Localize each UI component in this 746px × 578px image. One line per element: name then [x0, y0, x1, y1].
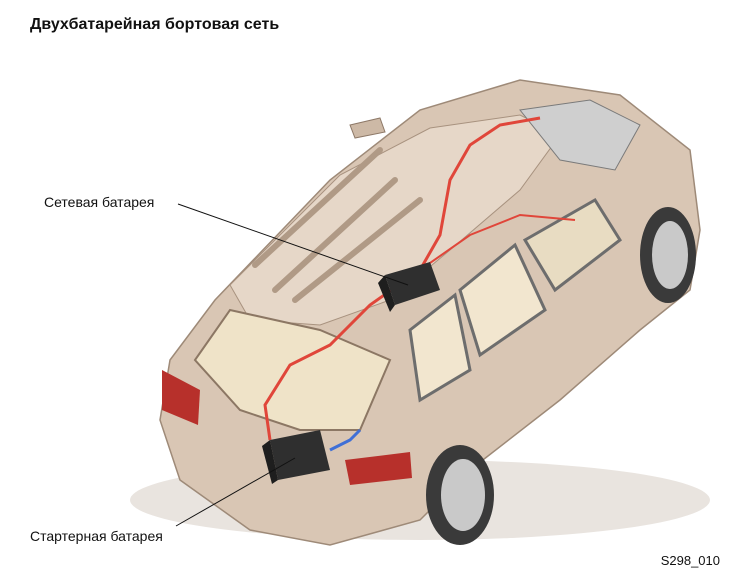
trunk-interior	[193, 308, 392, 431]
taillight-right	[345, 452, 412, 485]
label-network-battery: Сетевая батарея	[44, 194, 155, 210]
side-window-rear	[408, 292, 472, 403]
windshield	[522, 197, 622, 293]
figure-id: S298_010	[660, 553, 720, 568]
roof-rails	[252, 147, 423, 303]
wheel-rear-right	[426, 445, 494, 545]
engine-bay	[519, 99, 641, 171]
side-mirror	[349, 117, 386, 139]
control-cable	[329, 428, 362, 452]
leader-network-battery	[177, 203, 409, 286]
side-window-front	[458, 242, 547, 358]
leader-starter-battery	[175, 457, 296, 527]
network-battery	[378, 262, 440, 312]
diagram-title: Двухбатарейная бортовая сеть	[30, 16, 280, 33]
label-starter-battery: Стартерная батарея	[30, 528, 163, 544]
starter-battery	[262, 430, 330, 484]
taillight-left	[162, 370, 200, 425]
wheel-front-right	[640, 207, 696, 303]
secondary-cable	[419, 213, 576, 271]
